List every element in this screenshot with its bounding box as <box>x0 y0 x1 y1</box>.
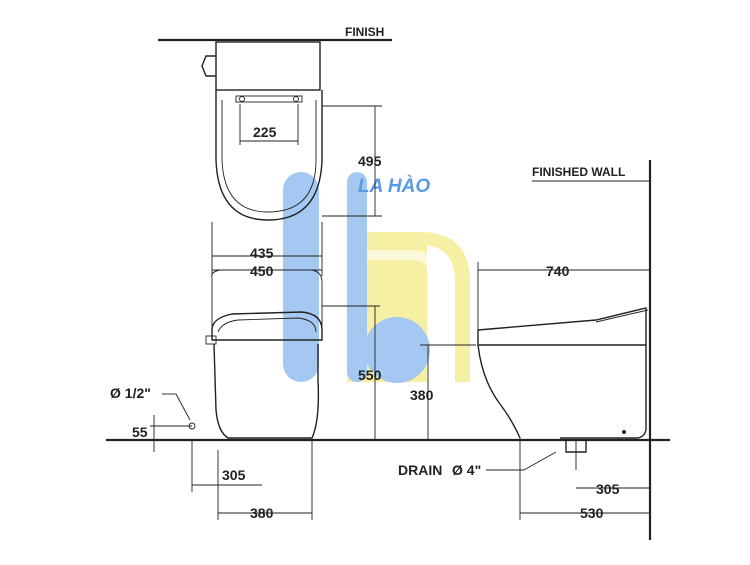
top-view <box>201 41 323 221</box>
dim-225-text: 225 <box>253 124 277 140</box>
front-view <box>205 269 323 439</box>
side-bolt <box>622 430 626 434</box>
watermark-logo: LA HÀO <box>283 172 470 383</box>
dim-380-vertical: 380 <box>410 344 476 440</box>
seat-lid <box>211 311 323 341</box>
watermark-blue-bar <box>283 172 319 382</box>
dim-380-front-text: 380 <box>250 505 274 521</box>
dim-435: 435 <box>211 222 323 262</box>
dim-530-side-text: 530 <box>580 505 604 521</box>
supply-label: Ø 1/2" <box>110 385 151 401</box>
dim-495: 495 <box>322 105 382 217</box>
watermark-arc-highlight <box>363 250 442 382</box>
watermark-text: LA HÀO <box>358 175 430 197</box>
dim-55-text: 55 <box>132 424 148 440</box>
hinge-bar <box>235 95 303 103</box>
dim-550-text: 550 <box>358 367 382 383</box>
dim-380-front: 380 <box>218 440 313 521</box>
tank-outline <box>215 41 321 91</box>
dim-435-text: 435 <box>250 245 274 261</box>
side-body-back <box>560 345 647 439</box>
watermark-blue-bar-2 <box>347 172 367 382</box>
dim-225: 225 <box>239 104 299 145</box>
finish-label: FINISH <box>345 25 384 39</box>
drain-size: Ø 4" <box>452 462 481 478</box>
drain-label: DRAIN <box>398 462 442 478</box>
supply-annotation: Ø 1/2" 55 <box>110 385 196 452</box>
dim-305-front: 305 <box>191 440 262 520</box>
dim-305-side-text: 305 <box>596 481 620 497</box>
flush-handle <box>201 55 216 77</box>
seat-inner <box>217 317 317 333</box>
lid-outline <box>215 90 323 221</box>
dim-495-text: 495 <box>358 153 382 169</box>
seat-hinge <box>205 335 217 345</box>
finished-wall-label: FINISHED WALL <box>532 165 625 179</box>
side-seat-lid <box>477 307 647 346</box>
side-bowl-front <box>477 344 521 439</box>
dim-740-text: 740 <box>546 263 570 279</box>
hinge-left <box>239 96 245 102</box>
dim-450-text: 450 <box>250 263 274 279</box>
watermark-blue-circle <box>364 317 430 383</box>
dim-305-front-text: 305 <box>222 467 246 483</box>
dim-740: 740 <box>477 262 650 330</box>
drain-annotation: DRAIN Ø 4" <box>398 451 557 478</box>
side-view: FINISHED WALL <box>477 160 652 540</box>
dim-380v-text: 380 <box>410 387 434 403</box>
dim-530-side: 530 <box>519 438 650 521</box>
hinge-right <box>293 96 299 102</box>
lid-inner <box>221 100 317 213</box>
pedestal <box>213 343 320 439</box>
front-tank-top <box>211 269 323 330</box>
dim-305-side: 305 <box>576 481 650 497</box>
watermark-yellow-arc <box>363 232 470 382</box>
dim-550: 550 <box>322 305 382 440</box>
